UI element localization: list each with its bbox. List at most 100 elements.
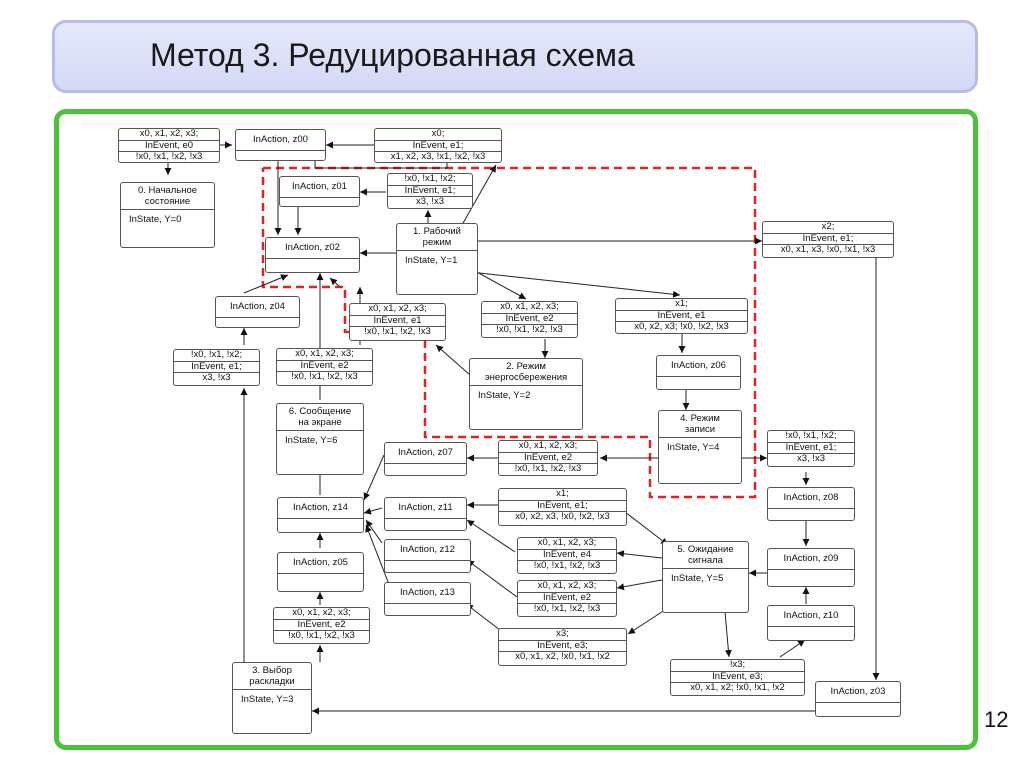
title-bar: Метод 3. Редуцированная схема (52, 20, 978, 93)
transition-condition-x1-e1b: x1; InEvent, e1; x0, x2, x3, !x0, !x2, !… (498, 488, 627, 526)
condition-line: x0, x1, x2, x3; (368, 303, 427, 314)
action-label: InAction, z12 (385, 540, 470, 561)
action-label: InAction, z03 (816, 682, 900, 703)
condition-line: x1; (556, 488, 569, 499)
transition-condition-x0-e1: x0; InEvent, e1; x1, x2, x3, !x1, !x2, !… (374, 128, 502, 163)
action-node-z07: InAction, z07 (384, 442, 467, 476)
transition-condition-z01: !x0, !x1, !x2; InEvent, e1; x3, !x3 (387, 173, 473, 209)
transition-condition-x1-e1: x1; InEvent, e1 x0, x2, x3; !x0, !x2, !x… (615, 298, 748, 334)
condition-line: x0, x1, x2, x3; (295, 348, 354, 359)
condition-line: InEvent, e2 (518, 591, 616, 604)
condition-line: !x0, !x1, !x2, !x3 (350, 326, 445, 338)
condition-line: x3, !x3 (388, 196, 472, 208)
condition-line: !x0, !x1, !x2; (785, 430, 837, 441)
action-node-z06: InAction, z06 (656, 355, 741, 390)
condition-line: !x0, !x1, !x2; (190, 349, 243, 360)
condition-line: InEvent, e1; (388, 184, 472, 197)
transition-condition-nx3-e3: !x3; InEvent, e3; x0, x1, x2; !x0, !x1, … (670, 659, 805, 696)
workmode-region-outline (261, 166, 757, 499)
condition-line: x1; (675, 298, 688, 309)
action-node-z09: InAction, z09 (767, 548, 855, 587)
state-title: записи (684, 424, 716, 435)
condition-line: !x0, !x1, !x2, !x3 (518, 560, 616, 572)
action-node-z12: InAction, z12 (384, 539, 471, 573)
condition-line: x0, x1, x2, x3; (292, 607, 351, 618)
action-label: InAction, z05 (278, 553, 363, 574)
action-label: InAction, z06 (657, 356, 740, 377)
transition-condition-right: !x0, !x1, !x2; InEvent, e1; x3, !x3 (767, 430, 855, 467)
condition-line: x0, x1, x3, !x0, !x1, !x3 (763, 244, 893, 256)
action-node-z10: InAction, z10 (767, 605, 855, 641)
condition-line: InEvent, e1; (375, 139, 501, 152)
condition-line: InEvent, e2 (482, 312, 577, 325)
state-title: 0. Начальное (137, 185, 198, 196)
action-label: InAction, z10 (768, 606, 854, 627)
state-property: InState, Y=5 (671, 573, 724, 584)
condition-line: x3; (556, 628, 569, 639)
state-title: раскладки (249, 676, 295, 687)
state-title: режим (422, 237, 452, 248)
action-node-z05: InAction, z05 (277, 552, 364, 592)
condition-line: InEvent, e1; (174, 360, 259, 373)
action-label: InAction, z11 (385, 498, 466, 519)
transition-condition-e2: x0, x1, x2, x3; InEvent, e2 !x0, !x1, !x… (481, 301, 578, 338)
condition-line: x0, x1, x2, x3; (537, 537, 597, 548)
condition-line: x3, !x3 (768, 453, 854, 465)
state-property: InState, Y=4 (667, 442, 720, 453)
action-label: InAction, z13 (385, 583, 470, 604)
transition-condition-e2-s3: x0, x1, x2, x3; InEvent, e2 !x0, !x1, !x… (273, 607, 370, 644)
condition-line: InEvent, e1; (768, 441, 854, 454)
condition-line: x3, !x3 (174, 372, 259, 384)
action-node-z14: InAction, z14 (277, 497, 364, 533)
condition-line: !x0, !x1, !x2, !x3 (482, 324, 577, 336)
condition-line: x0, x1, x2; !x0, !x1, !x2 (671, 682, 804, 694)
condition-line: x1, x2, x3, !x1, !x2, !x3 (375, 151, 501, 162)
condition-line: InEvent, e3; (671, 670, 804, 683)
action-node-z03: InAction, z03 (815, 681, 901, 717)
condition-line: InEvent, e4 (518, 548, 616, 561)
action-node-z11: InAction, z11 (384, 497, 467, 531)
state-title: 6. Сообщение (288, 406, 352, 417)
transition-condition-e2-s6: x0, x1, x2, x3; InEvent, e2 !x0, !x1, !x… (276, 348, 373, 386)
condition-line: x0, x1, x2, x3; (518, 440, 578, 451)
transition-condition-e2-z07: x0, x1, x2, x3; InEvent, e2 !x0, !x1, !x… (498, 440, 598, 476)
state-title: 3. Выбор (252, 665, 292, 676)
condition-line: InEvent, e2 (274, 618, 369, 631)
condition-line: x0; (431, 128, 445, 139)
condition-line: x0, x1, x2, x3; (500, 301, 559, 312)
state-property: InState, Y=1 (405, 255, 458, 266)
state-title: 4. Режим (680, 413, 720, 424)
action-node-z08: InAction, z08 (767, 487, 855, 521)
condition-line: !x0, !x1, !x2; (404, 173, 456, 184)
condition-line: !x0, !x1, !x2, !x3 (119, 151, 219, 162)
condition-line: InEvent, e0 (119, 139, 219, 152)
state-property: InState, Y=0 (129, 214, 182, 225)
condition-line: !x0, !x1, !x2, !x3 (499, 463, 597, 475)
state-title: энергосбережения (484, 372, 568, 383)
condition-line: !x3; (729, 659, 746, 670)
state-title: 5. Ожидание (677, 544, 734, 555)
condition-line: InEvent, e1 (616, 309, 747, 322)
transition-condition-x3-e3: x3; InEvent, e3; x0, x1, x2, !x0, !x1, !… (498, 628, 627, 666)
action-label: InAction, z02 (266, 238, 359, 259)
transition-condition-e0: x0, x1, x2, x3; InEvent, e0 !x0, !x1, !x… (118, 128, 220, 163)
transition-condition-e1: x0, x1, x2, x3; InEvent, e1 !x0, !x1, !x… (349, 303, 446, 341)
condition-line: InEvent, e2 (277, 359, 372, 372)
transition-condition-left: !x0, !x1, !x2; InEvent, e1; x3, !x3 (173, 349, 260, 386)
slide-title: Метод 3. Редуцированная схема (150, 37, 635, 73)
state-title: на экране (298, 417, 342, 428)
state-title: 1. Рабочий (413, 226, 461, 237)
action-node-z02: InAction, z02 (265, 237, 360, 273)
state-title: состояние (144, 196, 191, 207)
condition-line: !x0, !x1, !x2, !x3 (274, 630, 369, 642)
state-property: InState, Y=3 (241, 694, 294, 705)
action-label: InAction, z04 (216, 297, 299, 318)
condition-line: x0, x2, x3, !x0, !x2, !x3 (499, 511, 626, 523)
state-property: InState, Y=2 (478, 390, 531, 401)
